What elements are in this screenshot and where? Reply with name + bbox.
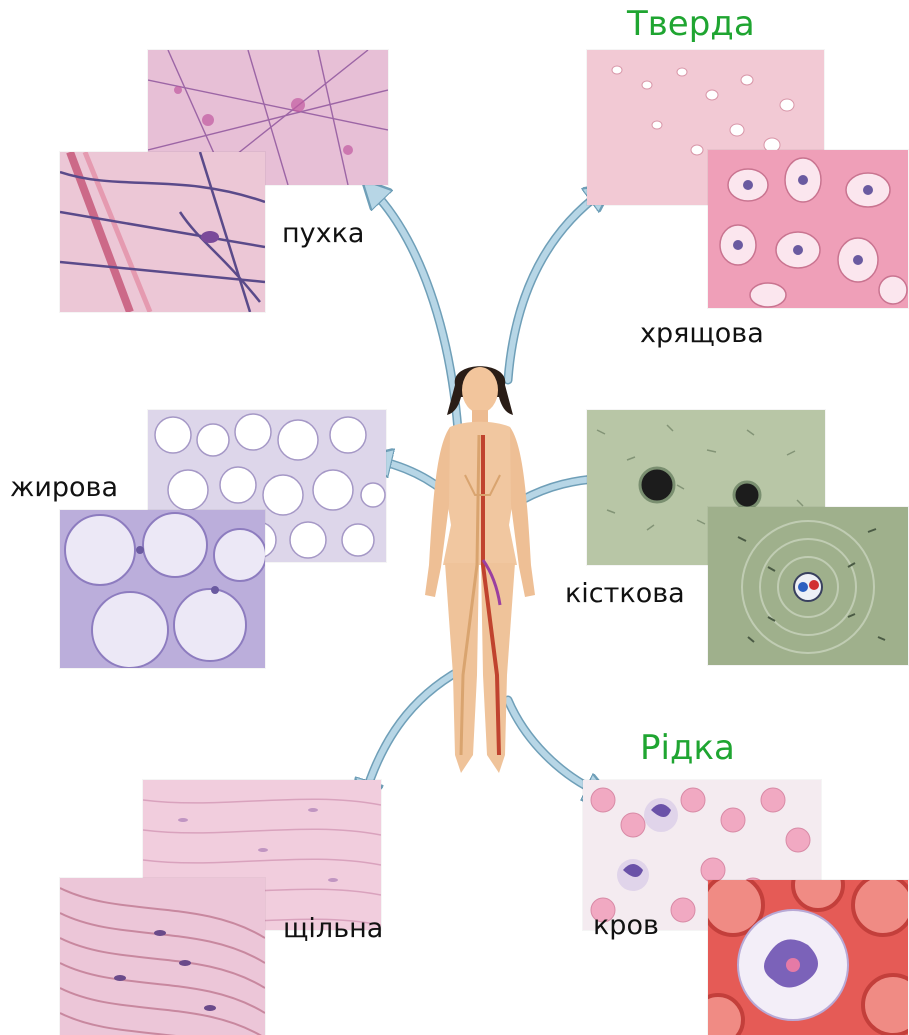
- heading-solid: Тверда: [627, 4, 755, 44]
- adipose-micrograph-bottom: [60, 510, 265, 668]
- label-loose: пухка: [282, 218, 364, 249]
- label-blood: кров: [593, 910, 659, 941]
- label-cartilage: хрящова: [640, 318, 764, 349]
- arrow-to-cartilage: [508, 192, 602, 380]
- bone-micrograph-bottom: [708, 507, 908, 665]
- label-dense: щільна: [283, 913, 383, 944]
- dense-tissue-micrograph-bottom: [60, 878, 265, 1035]
- heading-liquid: Рідка: [640, 728, 735, 768]
- cartilage-micrograph-bottom: [708, 150, 908, 308]
- label-bone: кісткова: [565, 578, 685, 609]
- label-adipose: жирова: [10, 472, 118, 503]
- loose-tissue-micrograph-bottom: [60, 152, 265, 312]
- human-figure-illustration: [405, 355, 555, 785]
- blood-micrograph-bottom: [708, 880, 908, 1035]
